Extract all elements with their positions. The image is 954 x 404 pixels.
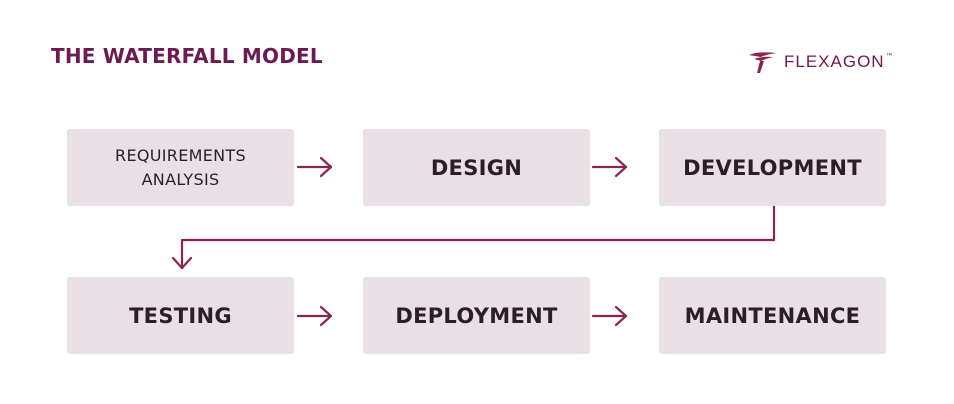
step-testing: TESTING <box>67 277 294 354</box>
arrow-design-to-development <box>591 156 628 178</box>
step-design: DESIGN <box>363 129 590 206</box>
arrow-development-to-testing <box>171 204 776 270</box>
flexagon-logo-icon <box>749 52 777 73</box>
step-label-line2: ANALYSIS <box>141 169 220 189</box>
brand-logo: FLEXAGON ™ <box>748 50 894 74</box>
step-maintenance: MAINTENANCE <box>659 277 886 354</box>
logo-wordmark: FLEXAGON <box>784 52 885 71</box>
arrow-testing-to-deployment <box>296 305 333 327</box>
page-title: THE WATERFALL MODEL <box>51 44 323 68</box>
step-requirements-analysis: REQUIREMENTS ANALYSIS <box>67 129 294 206</box>
arrow-requirements-to-design <box>296 156 333 178</box>
arrow-deployment-to-maintenance <box>591 305 628 327</box>
step-label-line1: REQUIREMENTS <box>115 145 246 165</box>
step-development: DEVELOPMENT <box>659 129 886 206</box>
trademark-mark: ™ <box>885 52 894 61</box>
step-deployment: DEPLOYMENT <box>363 277 590 354</box>
